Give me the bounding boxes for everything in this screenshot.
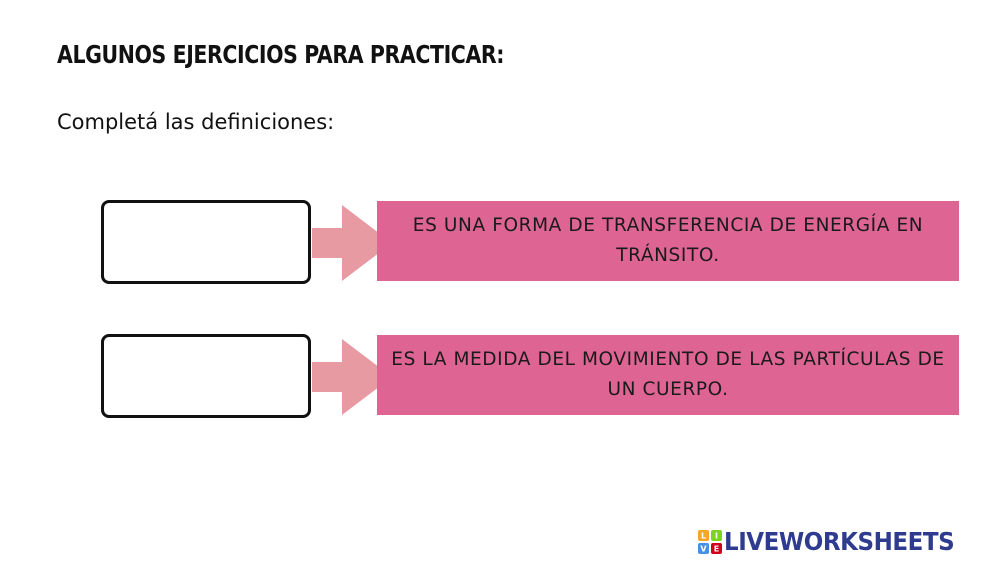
answer-box-1[interactable]	[101, 200, 311, 284]
definition-1: ES UNA FORMA DE TRANSFERENCIA DE ENERGÍA…	[377, 201, 959, 281]
svg-text:E: E	[714, 544, 719, 553]
right-arrow-icon	[312, 205, 392, 281]
svg-text:I: I	[715, 531, 718, 540]
svg-text:V: V	[700, 544, 707, 553]
liveworksheets-logo-icon: L I V E	[698, 529, 722, 554]
brand-name: LIVEWORKSHEETS	[724, 527, 955, 556]
svg-text:L: L	[701, 531, 706, 540]
page-title: ALGUNOS EJERCICIOS PARA PRACTICAR:	[57, 40, 505, 69]
brand-watermark: L I V E LIVEWORKSHEETS	[698, 527, 974, 556]
definition-2: ES LA MEDIDA DEL MOVIMIENTO DE LAS PARTÍ…	[377, 335, 959, 415]
answer-box-2[interactable]	[101, 334, 311, 418]
instructions: Completá las definiciones:	[57, 110, 335, 134]
right-arrow-icon	[312, 339, 392, 415]
